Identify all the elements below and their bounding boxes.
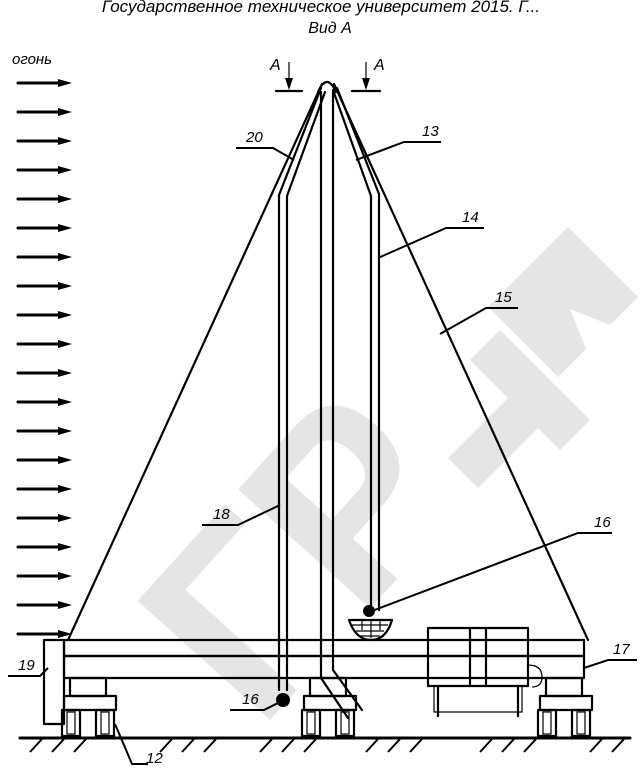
callout-17: 17 — [583, 641, 637, 669]
ground — [18, 736, 632, 753]
fire-arrow-15 — [16, 485, 72, 493]
outer-leg-right — [332, 82, 590, 642]
callout-14: 14 — [377, 209, 484, 259]
section-mark-right-label: А — [373, 57, 385, 74]
callout-20: 20 — [236, 129, 295, 161]
equipment-box — [426, 626, 543, 718]
callout-13: 13 — [355, 123, 441, 161]
svg-text:15: 15 — [495, 289, 512, 306]
nozzle-16-left — [276, 693, 290, 707]
fire-arrow-17 — [16, 543, 72, 551]
fire-arrow-1 — [16, 79, 72, 87]
fire-arrow-3 — [16, 137, 72, 145]
callout-16-right: 16 — [371, 514, 612, 612]
svg-text:17: 17 — [613, 641, 630, 658]
header-text: Государственное техническое университет … — [102, 0, 540, 16]
svg-text:16: 16 — [594, 514, 611, 531]
pipe-14-b — [335, 86, 381, 612]
callout-18: 18 — [202, 504, 281, 526]
fire-arrow-19 — [16, 601, 72, 609]
svg-text:13: 13 — [422, 123, 439, 140]
outer-leg-left — [66, 82, 324, 642]
watermark — [137, 227, 638, 720]
pipe-18 — [277, 86, 323, 692]
fire-arrow-16 — [16, 514, 72, 522]
fire-arrows — [16, 79, 72, 638]
post-19 — [42, 638, 66, 726]
svg-text:12: 12 — [146, 750, 163, 767]
callout-16-left: 16 — [230, 691, 281, 711]
callout-15: 15 — [439, 289, 518, 335]
fire-arrow-14 — [16, 456, 72, 464]
fire-arrow-7 — [16, 253, 72, 261]
svg-text:19: 19 — [18, 657, 35, 674]
svg-text:20: 20 — [245, 129, 263, 146]
svg-text:18: 18 — [213, 506, 230, 523]
svg-text:14: 14 — [462, 209, 479, 226]
fire-arrow-6 — [16, 224, 72, 232]
fire-arrow-10 — [16, 340, 72, 348]
section-mark-left: А — [269, 57, 304, 93]
fire-arrow-12 — [16, 398, 72, 406]
fire-arrow-8 — [16, 282, 72, 290]
fire-arrow-20 — [16, 630, 72, 638]
fire-arrow-4 — [16, 166, 72, 174]
tray — [347, 605, 394, 642]
section-mark-right: А — [350, 57, 385, 93]
fire-arrow-13 — [16, 427, 72, 435]
central-pipe-a — [319, 90, 350, 720]
fire-arrow-18 — [16, 572, 72, 580]
fire-arrow-5 — [16, 195, 72, 203]
fire-label: огонь — [12, 51, 52, 68]
view-label: Вид А — [308, 20, 352, 37]
pipe-14-a — [331, 88, 373, 612]
fire-arrow-2 — [16, 108, 72, 116]
callout-19: 19 — [8, 657, 49, 677]
svg-text:16: 16 — [242, 691, 259, 708]
pipe-18-inner — [285, 90, 327, 692]
wheel-carriage-3 — [536, 676, 594, 738]
wheel-carriage-2 — [300, 676, 358, 738]
callout-12: 12 — [114, 723, 163, 767]
central-pipe-b — [331, 90, 364, 712]
section-mark-left-label: А — [269, 57, 281, 74]
fire-arrow-9 — [16, 311, 72, 319]
fire-arrow-11 — [16, 369, 72, 377]
wheel-carriage-1 — [60, 676, 118, 738]
